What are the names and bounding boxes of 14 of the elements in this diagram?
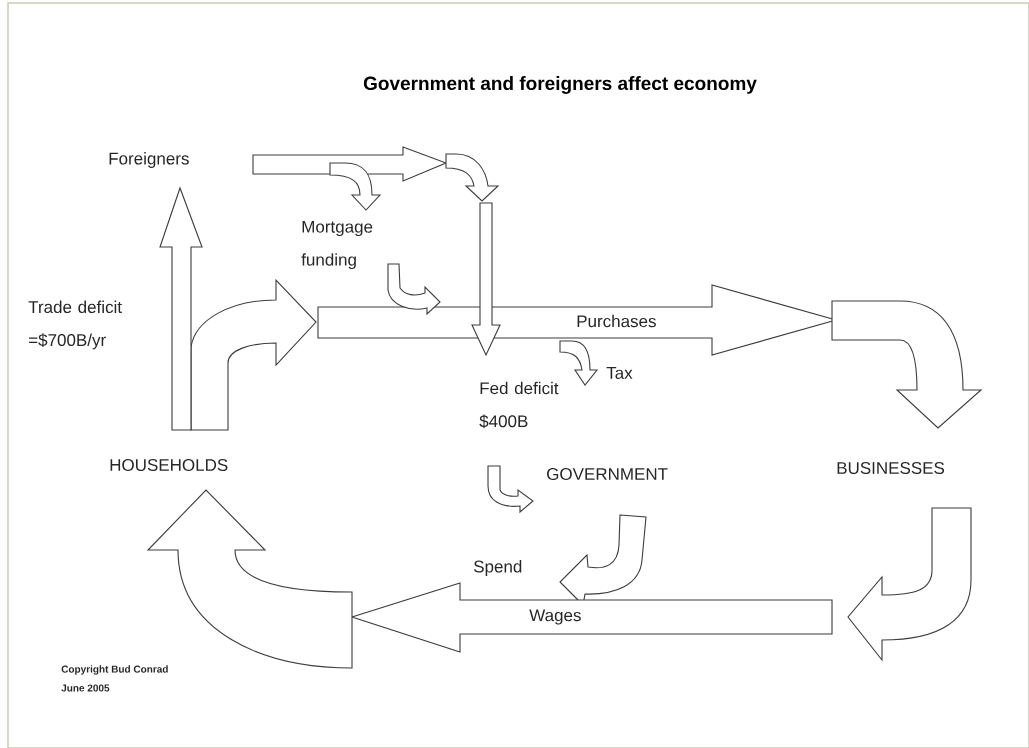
label-text: Foreigners	[109, 152, 189, 168]
sector-label: GOVERNMENT	[547, 468, 668, 481]
label-text: Fed deficit $400B	[479, 381, 559, 429]
title: Government and foreigners affect economy	[363, 76, 757, 94]
flow-label: Spend	[473, 560, 522, 576]
copyright-note: June 2005	[61, 684, 110, 692]
copyright-note: Copyright Bud Conrad	[61, 665, 168, 675]
flow-label: Purchases	[577, 314, 656, 328]
flow-label: Wages	[529, 609, 581, 625]
sector-label: HOUSEHOLDS	[110, 459, 228, 472]
flow-label: Tax	[606, 367, 633, 379]
label-text: Trade deficit =$700B/yr	[28, 300, 122, 350]
sector-label: BUSINESSES	[837, 462, 945, 475]
label-text: Mortgage funding	[301, 220, 373, 270]
